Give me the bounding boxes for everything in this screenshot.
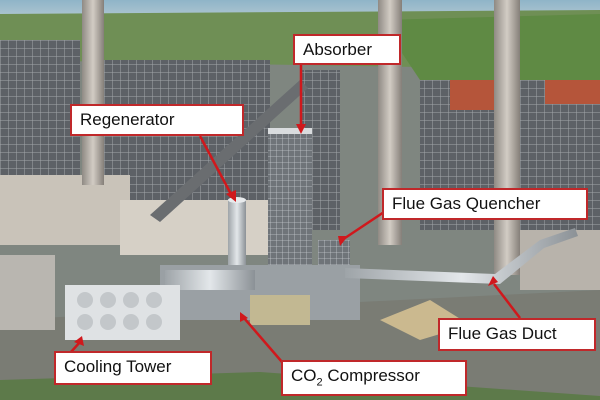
green-field-right	[380, 14, 600, 90]
label-regenerator-text: Regenerator	[80, 110, 175, 129]
label-absorber-text: Absorber	[303, 40, 372, 59]
left-small-building	[0, 255, 55, 330]
flue-gas-duct	[345, 228, 578, 284]
arrow-regenerator	[198, 135, 234, 197]
label-cooling-tower: Cooling Tower	[54, 351, 212, 385]
label-flue-gas-quencher: Flue Gas Quencher	[382, 188, 588, 220]
label-absorber: Absorber	[293, 34, 401, 65]
compressor-building	[250, 295, 310, 325]
arrow-quencher	[341, 210, 385, 242]
callout-arrows	[61, 65, 521, 363]
left-building	[0, 175, 130, 245]
label-flue-gas-duct: Flue Gas Duct	[438, 318, 596, 351]
conveyor	[150, 80, 308, 222]
smokestack-left	[82, 0, 104, 185]
label-flue-gas-quencher-text: Flue Gas Quencher	[392, 194, 541, 213]
water-horizon	[0, 0, 600, 14]
mid-building	[120, 200, 270, 255]
arrow-co2	[243, 317, 283, 363]
red-roof-right	[545, 80, 600, 104]
label-regenerator: Regenerator	[70, 104, 244, 136]
label-co2-suffix: Compressor	[322, 366, 420, 385]
label-cooling-tower-text: Cooling Tower	[64, 357, 172, 376]
red-roof	[450, 80, 500, 110]
label-co2-prefix: CO	[291, 366, 317, 385]
arrow-duct	[493, 283, 521, 319]
label-co2-subscript: 2	[316, 376, 323, 389]
label-flue-gas-duct-text: Flue Gas Duct	[448, 324, 557, 343]
smokestack-right	[494, 0, 520, 275]
label-co2-compressor: CO2 Compressor	[281, 360, 467, 396]
